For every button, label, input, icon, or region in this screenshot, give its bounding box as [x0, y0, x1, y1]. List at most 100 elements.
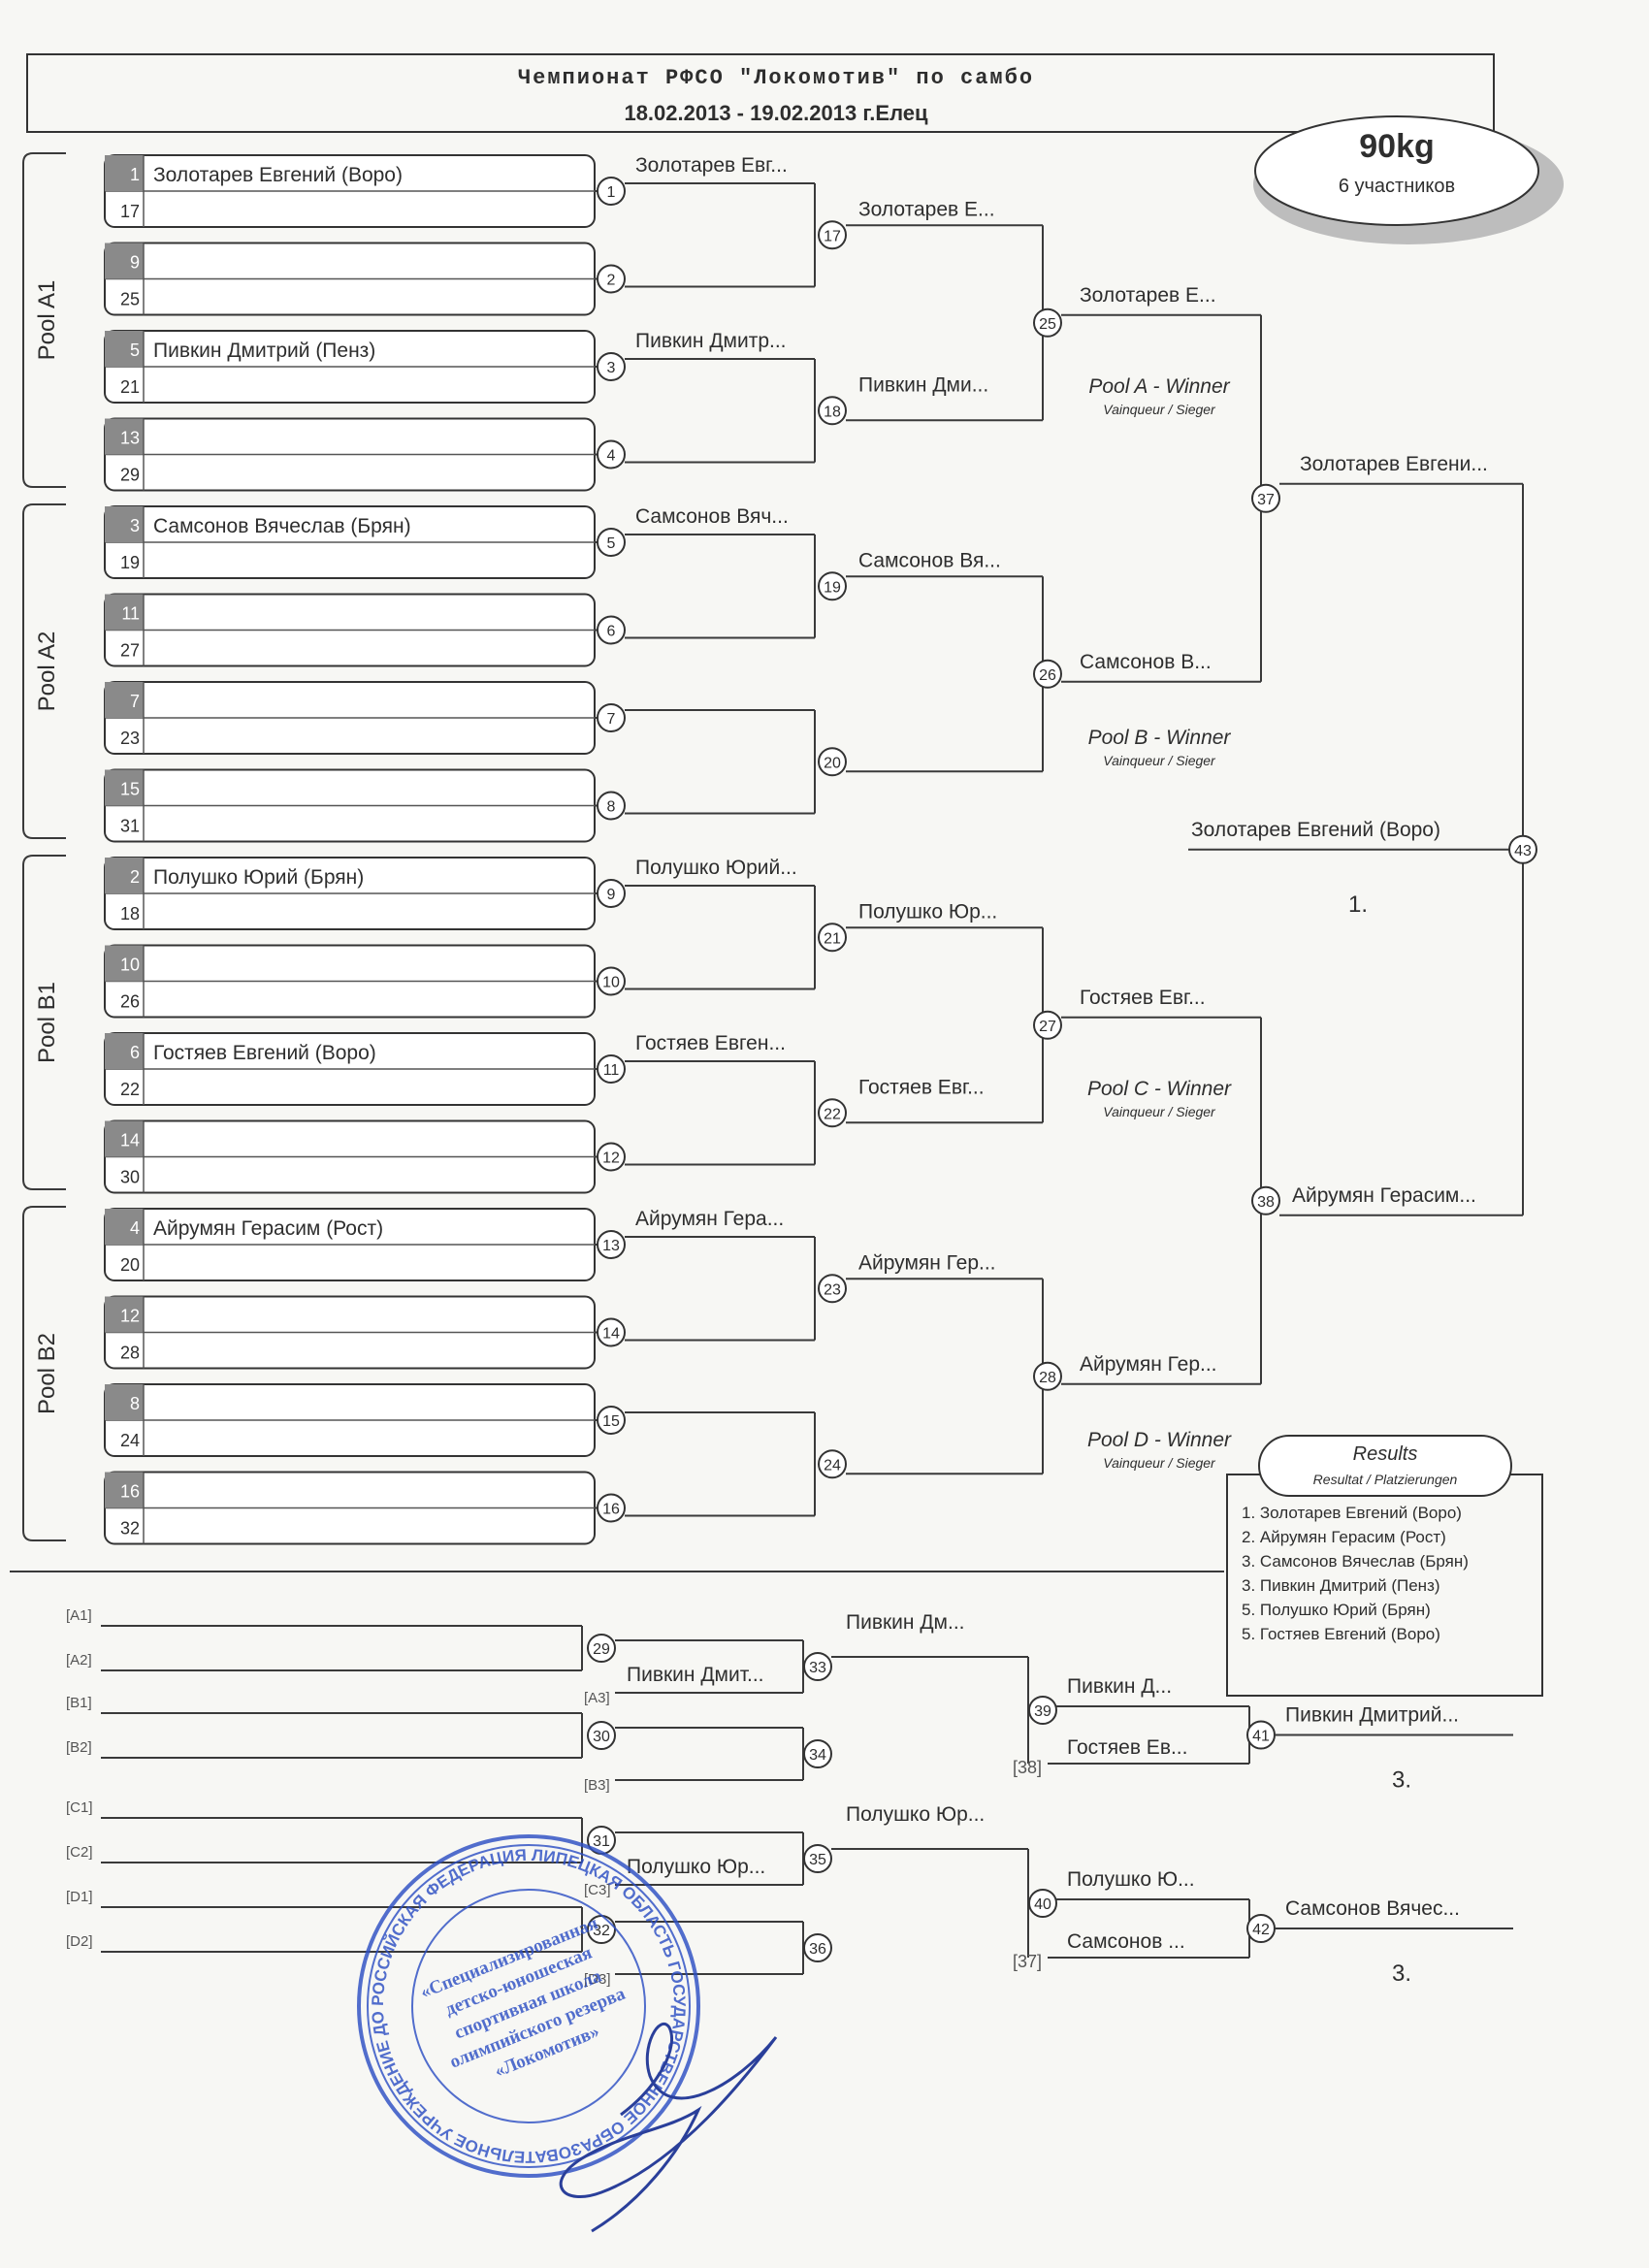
entrant-slot: 925	[104, 242, 596, 316]
repechage-entry: Гостяев Ев...	[1067, 1736, 1187, 1759]
seed-number: 15	[120, 780, 140, 799]
round2-winner: Самсонов Вя...	[858, 549, 1001, 571]
seed-box	[105, 1209, 144, 1245]
repechage-match-number: 34	[809, 1747, 826, 1764]
pool-bracket	[22, 152, 66, 488]
final-match-circle	[1508, 834, 1537, 864]
pool-winner-label: Pool D - Winner	[1087, 1429, 1232, 1451]
repechage-slot-label: [C1]	[66, 1799, 93, 1816]
match-circle	[597, 791, 626, 821]
slot-sub-number: 19	[120, 553, 140, 572]
match-circle	[1251, 483, 1280, 513]
round1-winner: Гостяев Евген...	[635, 1032, 786, 1054]
match-number: 22	[824, 1106, 841, 1122]
seed-box	[105, 682, 144, 718]
pool-winner-sublabel: Vainqueur / Sieger	[1103, 402, 1216, 417]
pool-label: Pool B1	[34, 982, 60, 1063]
match-number: 27	[1039, 1019, 1056, 1035]
result-item: 3. Пивкин Дмитрий (Пенз)	[1242, 1576, 1440, 1595]
match-circle	[818, 923, 847, 953]
entrant-name: Пивкин Дмитрий (Пенз)	[153, 340, 375, 362]
round1-winner: Самсонов Вяч...	[635, 505, 789, 528]
result-item: 3. Самсонов Вячеслав (Брян)	[1242, 1552, 1469, 1571]
seed-box	[105, 858, 144, 893]
results-title: Results	[1353, 1443, 1418, 1465]
match-number: 21	[824, 930, 841, 947]
match-circle	[597, 1230, 626, 1259]
round3-winner: Гостяев Евг...	[1080, 987, 1206, 1009]
match-number: 19	[824, 579, 841, 596]
pool-bracket	[22, 1206, 66, 1541]
bronze-place: 3.	[1392, 1767, 1411, 1794]
slot-sub-number: 29	[120, 466, 140, 485]
repechage-winner: Пивкин Д...	[1067, 1675, 1172, 1698]
repechage-match-circle	[803, 1739, 832, 1768]
results-list: 1. Золотарев Евгений (Воро) 2. Айрумян Ге…	[1242, 1504, 1469, 1643]
bronze-winner: Самсонов Вячес...	[1285, 1897, 1460, 1920]
match-number: 25	[1039, 316, 1056, 333]
repechage-tag: [37]	[1013, 1952, 1042, 1971]
match-number: 6	[607, 624, 616, 640]
seed-number: 6	[130, 1043, 140, 1062]
seed-box	[105, 1296, 144, 1333]
seed-number: 14	[120, 1131, 140, 1150]
signature	[559, 2023, 778, 2233]
seed-number: 8	[130, 1394, 140, 1413]
match-number: 14	[602, 1326, 620, 1343]
round2-winner: Золотарев Е...	[858, 198, 995, 220]
match-circle	[1033, 659, 1062, 689]
match-circle	[597, 1054, 626, 1084]
match-number: 24	[824, 1457, 841, 1474]
repechage-match-circle	[1028, 1696, 1057, 1725]
match-circle	[818, 396, 847, 426]
match-circle	[818, 1449, 847, 1479]
seed-number: 10	[120, 956, 140, 975]
match-circle	[818, 747, 847, 777]
bronze-place: 3.	[1392, 1960, 1411, 1987]
round3-winner: Айрумян Гер...	[1080, 1353, 1217, 1376]
pool-winner-sublabel: Vainqueur / Sieger	[1103, 1104, 1216, 1119]
repechage-winner: Полушко Юр...	[846, 1803, 985, 1826]
seed-box	[105, 1033, 144, 1069]
match-circle	[597, 528, 626, 557]
match-circle	[818, 220, 847, 250]
round2-winner: Гостяев Евг...	[858, 1076, 985, 1098]
seed-number: 11	[121, 604, 140, 624]
match-number: 12	[602, 1150, 620, 1167]
result-item: 1. Золотарев Евгений (Воро)	[1242, 1504, 1462, 1522]
result-item: 5. Полушко Юрий (Брян)	[1242, 1601, 1431, 1619]
match-circle	[597, 177, 626, 206]
seed-box	[105, 418, 144, 455]
seed-box	[105, 1384, 144, 1420]
repechage-match-number: 36	[809, 1941, 826, 1958]
slot-sub-number: 17	[120, 202, 140, 221]
repechage-match-circle	[587, 1721, 616, 1750]
repechage-slot-label: [A2]	[66, 1652, 92, 1669]
slot-sub-number: 23	[120, 729, 140, 748]
repechage-tag: [C3]	[584, 1882, 611, 1898]
slot-sub-number: 24	[120, 1431, 140, 1450]
round2-winner: Айрумян Гер...	[858, 1251, 996, 1274]
seed-number: 4	[130, 1218, 140, 1238]
match-circle	[597, 879, 626, 908]
repechage-winner: Пивкин Дм...	[846, 1611, 965, 1634]
slot-sub-number: 18	[120, 904, 140, 923]
result-item: 2. Айрумян Герасим (Рост)	[1242, 1528, 1446, 1546]
slot-sub-number: 31	[120, 817, 140, 836]
match-number: 16	[602, 1502, 620, 1518]
repechage-tag: [38]	[1013, 1758, 1042, 1777]
semifinal-winner: Золотарев Евгени...	[1300, 453, 1488, 475]
weight-badge	[1254, 115, 1539, 226]
repechage-slot-label: [A1]	[66, 1607, 92, 1624]
seed-number: 5	[130, 340, 140, 360]
match-number: 3	[607, 360, 616, 376]
match-circle	[818, 571, 847, 601]
seed-number: 3	[130, 516, 140, 535]
